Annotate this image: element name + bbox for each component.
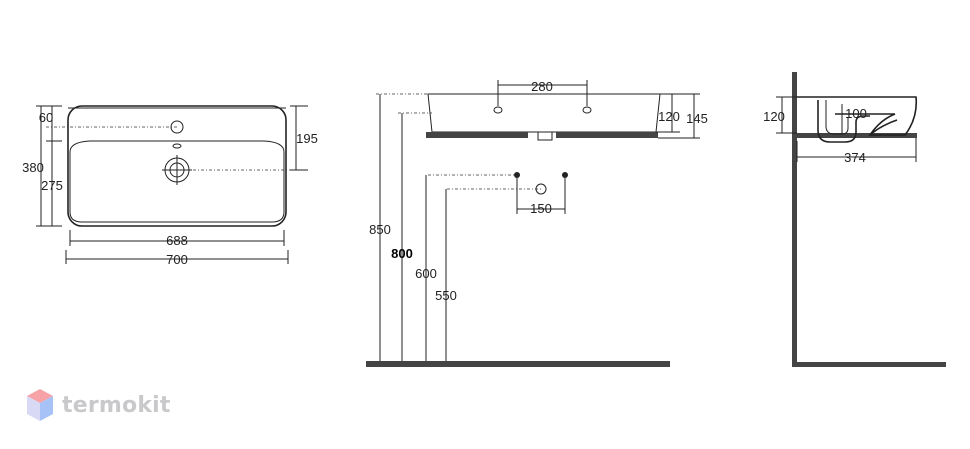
drain-point-right [562, 172, 568, 178]
side-basin-profile [797, 96, 918, 136]
drain-spigot [537, 132, 553, 141]
dim-bowl-height: 120 [658, 109, 680, 124]
brand-name: termokit [62, 392, 171, 418]
side-countertop [797, 133, 917, 138]
front-floor [366, 361, 670, 367]
dim-bowl-depth: 275 [41, 178, 63, 193]
dim-rim-height: 850 [369, 222, 391, 237]
side-view: 120 100 374 [763, 72, 946, 367]
dim-side-depth: 195 [296, 131, 318, 146]
dim-side-depth: 374 [844, 150, 866, 165]
tap-hole-left [493, 106, 503, 114]
side-siphon [817, 100, 870, 143]
dim-total-height: 145 [686, 111, 708, 126]
dim-top-height: 800 [391, 246, 413, 261]
side-wall [792, 72, 797, 367]
top-view: 60 380 275 195 688 700 [22, 105, 318, 267]
brand-logo: termokit [26, 386, 171, 424]
dim-side-rim-height: 120 [763, 109, 785, 124]
dim-siphon-height: 100 [845, 106, 867, 121]
countertop-right [556, 132, 658, 138]
basin-outline [67, 105, 287, 227]
dim-drain-height: 600 [415, 266, 437, 281]
dim-tap-spacing: 280 [531, 79, 553, 94]
tap-hole-right [582, 106, 592, 114]
countertop-left [426, 132, 528, 138]
front-basin-body [427, 93, 661, 133]
dim-total-depth: 380 [22, 160, 44, 175]
dim-drain-spacing: 150 [530, 201, 552, 216]
inner-bowl [69, 140, 285, 223]
dim-inner-width: 688 [166, 233, 188, 248]
dim-outer-width: 700 [166, 252, 188, 267]
side-floor [792, 362, 946, 367]
front-view: 280 120 145 150 850 800 600 550 [366, 79, 708, 367]
cube-logo-icon [27, 389, 53, 421]
dim-waste-height: 550 [435, 288, 457, 303]
overflow-slot [172, 143, 182, 149]
dim-tap-offset: 60 [39, 110, 53, 125]
